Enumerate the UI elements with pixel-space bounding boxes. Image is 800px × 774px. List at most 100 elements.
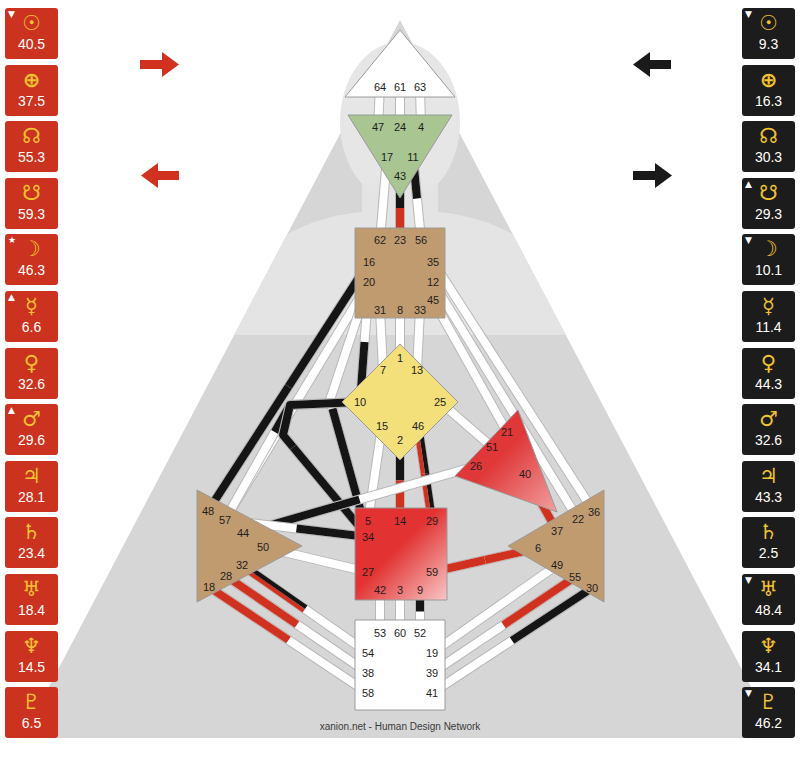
planet-symbol: ♇ [5, 687, 58, 715]
gate-line-value: 40.5 [5, 36, 58, 53]
personality-planet-box: ⊕16.3 [742, 65, 795, 116]
gate-number: 43 [394, 170, 406, 182]
gate-number: 15 [376, 420, 388, 432]
gate-number: 59 [426, 566, 438, 578]
gate-line-value: 11.4 [742, 319, 795, 336]
gate-line-value: 44.3 [742, 376, 795, 393]
planet-symbol: ☋ [742, 178, 795, 206]
gate-number: 54 [362, 647, 374, 659]
channel [208, 262, 369, 511]
channel-outline [432, 565, 557, 653]
gate-line-value: 37.5 [5, 93, 58, 110]
gate-number: 61 [394, 81, 406, 93]
planet-symbol: ♄ [5, 517, 58, 545]
personality-planet-box: ☊30.3 [742, 121, 795, 172]
gate-number: 44 [237, 527, 249, 539]
sacral-center: 514293427594239 [355, 508, 447, 600]
watermark: xanion.net - Human Design Network [320, 721, 481, 733]
gate-number: 64 [374, 81, 386, 93]
channel-outline [209, 587, 368, 693]
solar-plexus-center: 2236376495530 [508, 490, 604, 602]
gate-number: 47 [372, 121, 384, 133]
gate-line-value: 16.3 [742, 93, 795, 110]
planet-symbol: ☽ [742, 234, 795, 262]
personality-activation [208, 387, 289, 512]
gate-line-value: 46.3 [5, 262, 58, 279]
retrograde-mark: ▲ [745, 179, 752, 189]
gate-number: 8 [397, 304, 403, 316]
gate-number: 63 [414, 81, 426, 93]
gate-number: 56 [415, 234, 427, 246]
gate-line-value: 43.3 [742, 489, 795, 506]
design-planet-box: ▲♂29.6 [5, 404, 58, 455]
retrograde-mark: ★ [8, 235, 16, 245]
gate-number: 29 [426, 515, 438, 527]
gate-line-value: 23.4 [5, 545, 58, 562]
gate-line-value: 48.4 [742, 602, 795, 619]
gate-number: 40 [519, 468, 531, 480]
channel-body [432, 577, 575, 673]
gate-number: 13 [411, 364, 423, 376]
gate-number: 51 [486, 441, 498, 453]
gate-number: 36 [588, 506, 600, 518]
personality-planet-box: ▼☉9.3 [742, 8, 795, 59]
planet-symbol: ♃ [5, 461, 58, 489]
retrograde-mark: ▼ [8, 9, 15, 19]
center-outline [345, 30, 455, 97]
channel [432, 565, 557, 653]
planet-symbol: ☿ [742, 291, 795, 319]
design-planet-box: ⊕37.5 [5, 65, 58, 116]
design-planet-box: ♃28.1 [5, 461, 58, 512]
gate-number: 20 [363, 276, 375, 288]
gate-number: 58 [362, 687, 374, 699]
planet-symbol: ♂ [742, 404, 795, 432]
gate-number: 11 [407, 151, 418, 163]
gate-number: 52 [414, 627, 426, 639]
gate-number: 31 [374, 304, 386, 316]
channel-outline [226, 576, 368, 673]
design-planet-box: ♆14.5 [5, 631, 58, 682]
gate-number: 17 [381, 151, 393, 163]
gate-number: 14 [394, 515, 406, 527]
channel-body [209, 587, 368, 693]
grey-triangle [22, 20, 778, 738]
red-arrow [141, 163, 179, 188]
ajna-center: 47244171143 [348, 115, 452, 198]
gate-number: 60 [394, 627, 406, 639]
gate-number: 39 [426, 667, 438, 679]
planet-symbol: ♅ [5, 574, 58, 602]
gate-number: 57 [219, 514, 231, 526]
personality-planet-box: ▼♇46.2 [742, 687, 795, 738]
gate-line-value: 30.3 [742, 149, 795, 166]
gate-number: 9 [417, 584, 423, 596]
root-center: 536052541938395841 [355, 620, 445, 710]
gate-number: 35 [427, 256, 439, 268]
gate-number: 21 [501, 426, 513, 438]
channel-body [433, 262, 594, 512]
retrograde-mark: ▲ [8, 292, 15, 302]
gate-number: 38 [362, 667, 374, 679]
planet-symbol: ♂ [5, 404, 58, 432]
planet-symbol: ⊕ [742, 65, 795, 93]
gate-line-value: 14.5 [5, 659, 58, 676]
planet-symbol: ♄ [742, 517, 795, 545]
retrograde-mark: ▲ [8, 405, 15, 415]
gate-number: 22 [572, 513, 584, 525]
gate-number: 45 [427, 294, 439, 306]
gate-line-value: 34.1 [742, 659, 795, 676]
design-planet-box: ★☽46.3 [5, 234, 58, 285]
gate-line-value: 18.4 [5, 602, 58, 619]
black-arrow [633, 52, 671, 77]
gate-line-value: 28.1 [5, 489, 58, 506]
planet-symbol: ☊ [5, 121, 58, 149]
planet-symbol: ⊕ [5, 65, 58, 93]
red-arrow [140, 52, 179, 77]
gate-number: 12 [427, 276, 439, 288]
gate-number: 41 [426, 687, 438, 699]
gate-number: 55 [569, 571, 581, 583]
design-planet-box: ♇6.5 [5, 687, 58, 738]
gate-number: 7 [380, 364, 386, 376]
personality-planet-box: ♀44.3 [742, 348, 795, 399]
design-planet-box: ▼☉40.5 [5, 8, 58, 59]
